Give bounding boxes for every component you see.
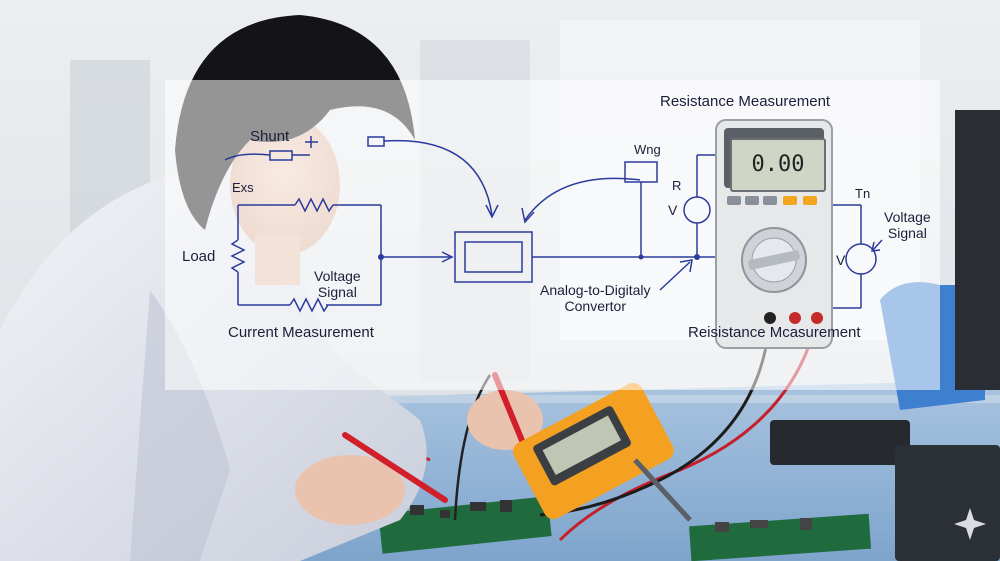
bottom-resistor-icon [289,297,329,313]
label-voltage-signal-right: Voltage Signal [884,209,931,241]
circuit-board-right [689,513,872,561]
voltage-signal-arrow [872,239,883,251]
label-v-left: V [668,202,678,218]
voltmeter-left-icon [683,196,711,224]
label-resistance-top: Resistance Measurement [660,93,831,110]
jack-red-icon [789,312,801,324]
label-r: R [672,178,682,193]
label-current-measurement: Current Measurement [228,324,374,341]
shunt-wire [224,153,271,161]
label-adc: Analog-to-Digitaly Convertor [540,282,651,314]
arrow-to-adc [383,139,493,216]
black-monitor [955,110,1000,390]
sparkle-icon [954,508,986,540]
hand-left [295,455,405,525]
corner-monitor [895,445,1000,561]
black-instrument [770,420,910,465]
voltmeter-right-icon [845,243,877,275]
probe-red-left [342,432,448,503]
coat-shadow [130,290,230,561]
adc-block [454,231,533,283]
load-resistor-icon [230,239,246,273]
label-shunt: Shunt [250,128,290,145]
label-voltage-signal-left: Voltage Signal [314,268,361,300]
multimeter-reading: 0.00 [751,152,805,177]
label-tn: Tn [855,186,871,201]
meter-stand [633,458,692,522]
label-wng: Wng [634,142,661,157]
label-load: Load [182,248,216,265]
handheld-multimeter [512,382,674,520]
adc-pointer [659,261,691,291]
terminal-icon [367,136,385,147]
label-exs: Exs [232,180,254,195]
jack-red-2-icon [811,312,823,324]
exs-resistor-icon [294,197,334,213]
shunt-resistor-icon [269,150,293,161]
multimeter-display: 0.00 [730,138,826,192]
arrow-wng [524,177,641,221]
label-resistance-bottom: Reisistance Mcasurement [688,324,861,341]
jack-black-icon [764,312,776,324]
label-v-right: V [836,252,846,268]
hand-right [467,390,543,450]
